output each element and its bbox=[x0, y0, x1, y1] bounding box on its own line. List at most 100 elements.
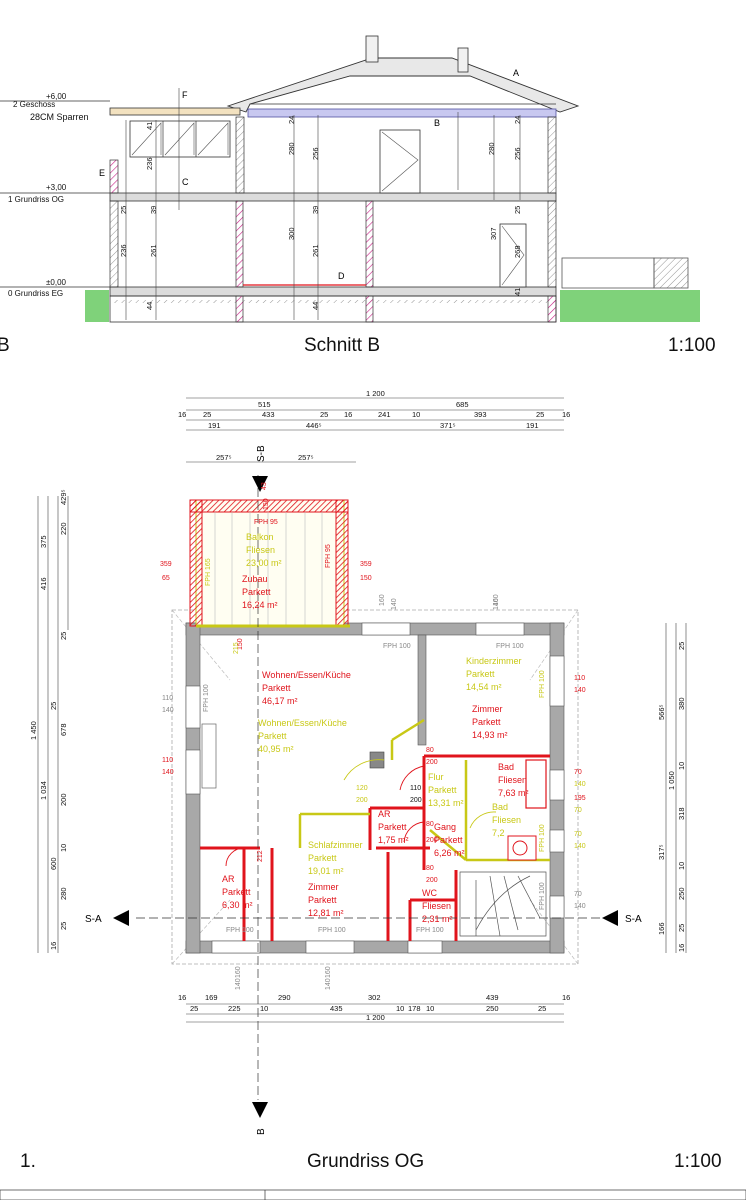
room-area: 23,00 m² bbox=[246, 558, 282, 568]
room-floor: Parkett bbox=[428, 785, 457, 795]
slab-og bbox=[109, 192, 557, 202]
dim-right: 1 050 bbox=[667, 771, 676, 790]
dim-left: 10 bbox=[59, 844, 68, 852]
dim-left: 25 bbox=[59, 632, 68, 640]
section-dim: 44 bbox=[311, 302, 320, 310]
dim-bottom-row2: 250 bbox=[486, 1004, 499, 1013]
point-f: F bbox=[182, 90, 188, 100]
door-upper bbox=[379, 129, 421, 194]
opening-label: 150 bbox=[237, 638, 244, 650]
room-area: 7,63 m² bbox=[498, 788, 529, 798]
opening-label: 359 bbox=[360, 561, 372, 568]
room-floor: Parkett bbox=[242, 587, 271, 597]
room-floor: Parkett bbox=[434, 835, 463, 845]
section-dim: 300 bbox=[287, 227, 296, 240]
room-name: Zimmer bbox=[308, 882, 339, 892]
dim-right: 380 bbox=[677, 697, 686, 710]
dim-right: 10 bbox=[677, 762, 686, 770]
room-name: AR bbox=[378, 809, 391, 819]
dim-right: 566⁵ bbox=[657, 704, 666, 720]
plan-drawing: S-A S-A S-B B 1 200515685162543325162411… bbox=[29, 389, 687, 1135]
dim-bottom-row2: 435 bbox=[330, 1004, 343, 1013]
room-floor: Fliesen bbox=[492, 815, 521, 825]
dim-right: 25 bbox=[677, 642, 686, 650]
section-mark-top: S-B bbox=[256, 445, 267, 462]
dim-bottom-row2: 10 bbox=[260, 1004, 268, 1013]
wall-pink-base-2 bbox=[365, 295, 374, 323]
terrain-block bbox=[561, 257, 655, 289]
section-dim: 44 bbox=[145, 302, 154, 310]
opening-label: 43 bbox=[261, 482, 268, 490]
plan-scale: 1:100 bbox=[674, 1151, 722, 1172]
opening-label: 70 bbox=[574, 891, 582, 898]
room-name: AR bbox=[222, 874, 235, 884]
section-dim: 268 bbox=[513, 245, 522, 258]
shower bbox=[507, 835, 537, 861]
dim-top-row4: 446⁵ bbox=[306, 421, 322, 430]
room-floor: Parkett bbox=[262, 683, 291, 693]
opening-label: 215 bbox=[233, 642, 240, 654]
opening-label: 140 bbox=[162, 707, 174, 714]
dim-left: 200 bbox=[59, 793, 68, 806]
point-d: D bbox=[338, 271, 345, 281]
dim-left: 375 bbox=[39, 535, 48, 548]
dim-bottom-row1: 16 bbox=[562, 993, 570, 1002]
opening-label: 110 bbox=[162, 695, 173, 702]
door-lower bbox=[499, 223, 527, 288]
dim-top-row3: 16 bbox=[178, 410, 186, 419]
opening-label: 110 bbox=[574, 675, 585, 682]
annex-roof bbox=[109, 107, 241, 116]
dim-bottom-row2: 25 bbox=[538, 1004, 546, 1013]
opening-label: 359 bbox=[160, 561, 172, 568]
room-floor: Fliesen bbox=[498, 775, 527, 785]
fph-label: FPH 95 bbox=[325, 544, 332, 568]
room-floor: Parkett bbox=[308, 895, 337, 905]
wall-pink-base-3 bbox=[547, 295, 557, 323]
section-dim: 39 bbox=[311, 206, 320, 214]
room-name: Bad bbox=[492, 802, 508, 812]
chimney-left bbox=[365, 35, 379, 63]
wall-upper-mid bbox=[235, 116, 245, 194]
stair bbox=[459, 871, 547, 937]
section-drawing: +6,00 2 Geschoss 28CM Sparren +3,00 1 Gr… bbox=[0, 35, 700, 323]
dim-left: 25 bbox=[49, 702, 58, 710]
dim-left: 678 bbox=[59, 723, 68, 736]
section-dim: 280 bbox=[287, 142, 296, 155]
dim-top-row5: 257⁵ bbox=[216, 453, 232, 462]
section-dim: 41 bbox=[145, 122, 154, 130]
room-name: Kinderzimmer bbox=[466, 656, 522, 666]
section-mark-left: S-A bbox=[85, 914, 102, 925]
opening-label: 80 bbox=[426, 821, 434, 828]
point-a: A bbox=[513, 68, 519, 78]
dim-left: 16 bbox=[49, 942, 58, 950]
dim-top-row3: 241 bbox=[378, 410, 391, 419]
opening-label: 150 bbox=[360, 575, 372, 582]
wall-mid bbox=[235, 200, 244, 288]
dim-bottom-overall: 1 200 bbox=[366, 1013, 385, 1022]
dim-top-row4: 371⁵ bbox=[440, 421, 456, 430]
dim-bottom-row2: 10 bbox=[396, 1004, 404, 1013]
zubau bbox=[189, 499, 350, 628]
fph-label: FPH 100 bbox=[318, 927, 346, 934]
fph-label: FPH 100 bbox=[416, 927, 444, 934]
bathtub bbox=[525, 759, 547, 809]
dim-lines bbox=[37, 397, 687, 1023]
dim-right: 16 bbox=[677, 944, 686, 952]
section-marker: B bbox=[0, 335, 10, 356]
section-arrow-top bbox=[252, 476, 268, 492]
opening-label: 140 bbox=[325, 978, 332, 990]
section-dim: 307 bbox=[489, 227, 498, 240]
fph-label: FPH 100 bbox=[539, 882, 546, 910]
level-name-1: 2 Geschoss bbox=[13, 100, 55, 109]
dim-right: 250 bbox=[677, 887, 686, 900]
dim-top-row2: 515 bbox=[258, 400, 271, 409]
fph-label: FPH 100 bbox=[496, 643, 524, 650]
room-name: WC bbox=[422, 888, 437, 898]
section-title: Schnitt B bbox=[304, 335, 381, 356]
wall-right-upper bbox=[547, 116, 557, 194]
opening-label: 140 bbox=[574, 843, 586, 850]
kitchen-counter bbox=[201, 723, 217, 789]
room-name: Bad bbox=[498, 762, 514, 772]
